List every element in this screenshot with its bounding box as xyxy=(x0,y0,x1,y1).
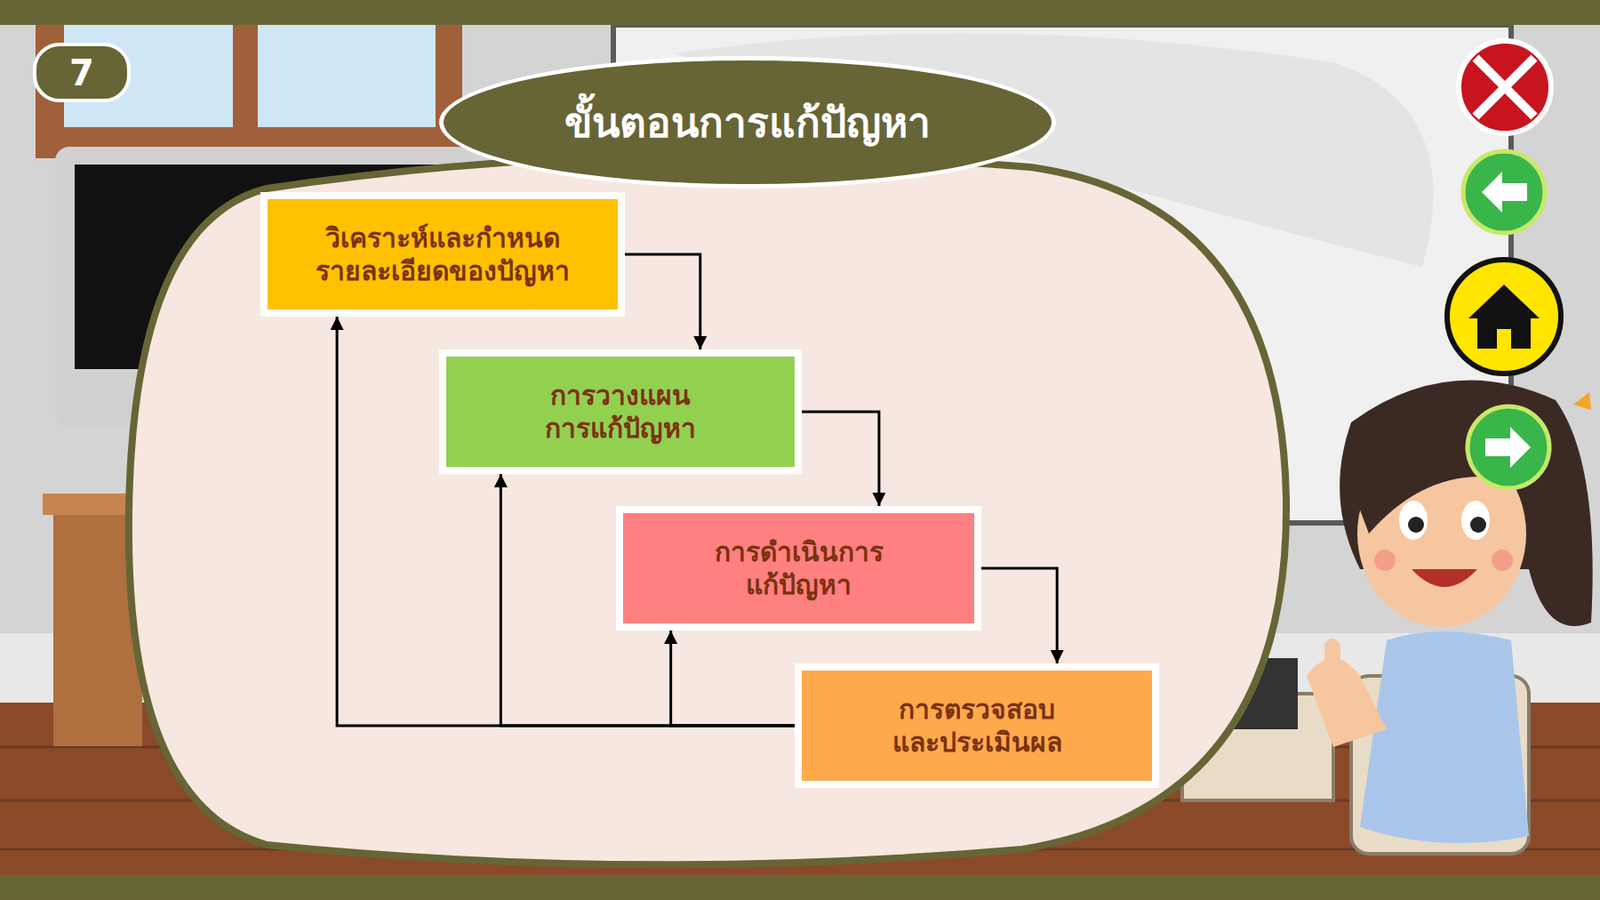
eye xyxy=(1461,500,1490,540)
close-button xyxy=(1458,40,1552,134)
step-label: การดำเนินการ แก้ปัญหา xyxy=(714,535,884,602)
home-button xyxy=(1447,259,1561,374)
process-box: การตรวจสอบ และประเมินผล xyxy=(794,663,1160,788)
house-icon xyxy=(1468,284,1540,349)
bottom-bar xyxy=(0,874,1600,900)
x-icon xyxy=(1475,57,1535,117)
hair-bow xyxy=(1573,392,1592,410)
content-panel xyxy=(128,154,1287,865)
text-line: การวางแผน xyxy=(544,378,696,413)
flow-arrow xyxy=(981,568,1057,664)
text-line: และประเมินผล xyxy=(892,725,1063,760)
step-label: การวางแผน การแก้ปัญหา xyxy=(544,378,696,446)
dress xyxy=(1360,631,1529,843)
arm xyxy=(1306,657,1387,747)
button-circle xyxy=(1447,259,1561,374)
button-circle xyxy=(1458,40,1552,134)
back-button xyxy=(1463,151,1545,233)
title: ขั้นตอนการแก้ปัญหา xyxy=(564,89,931,155)
step-label: การตรวจสอบ และประเมินผล xyxy=(892,692,1063,760)
flow-arrow xyxy=(671,630,795,726)
page-number: 7 xyxy=(69,52,95,94)
door xyxy=(1496,328,1512,349)
text-line: แก้ปัญหา xyxy=(714,568,884,602)
text-line: วิเคราะห์และกำหนด xyxy=(315,221,570,256)
thumb xyxy=(1324,638,1341,681)
process-box: วิเคราะห์และกำหนด รายละเอียดของปัญหา xyxy=(260,192,625,317)
pupil xyxy=(1408,516,1424,533)
title-banner: ขั้นตอนการแก้ปัญหา xyxy=(439,56,1056,189)
girl-illustration xyxy=(1306,380,1593,854)
button-circle xyxy=(1467,406,1550,488)
cheek xyxy=(1374,549,1396,571)
pupil xyxy=(1470,516,1487,533)
window-glass xyxy=(257,24,436,128)
text-line: การแก้ปัญหา xyxy=(544,411,696,446)
cheek xyxy=(1491,549,1513,571)
text-line: รายละเอียดของปัญหา xyxy=(315,254,570,288)
process-box: การดำเนินการ แก้ปัญหา xyxy=(616,505,982,631)
top-bar xyxy=(0,0,1600,25)
smile xyxy=(1411,568,1478,587)
hair xyxy=(1339,380,1593,626)
text-line: การตรวจสอบ xyxy=(892,692,1063,727)
flow-arrow xyxy=(801,411,880,506)
process-box: การวางแผน การแก้ปัญหา xyxy=(439,349,802,474)
step-label: วิเคราะห์และกำหนด รายละเอียดของปัญหา xyxy=(315,221,570,288)
text-line: การดำเนินการ xyxy=(714,535,884,569)
next-button xyxy=(1467,406,1550,488)
flow-arrow xyxy=(624,254,701,350)
page-badge: 7 xyxy=(32,42,131,103)
button-circle xyxy=(1463,151,1545,233)
eye xyxy=(1399,500,1428,540)
window-glass xyxy=(64,24,233,128)
arrow-icon xyxy=(1485,426,1531,468)
arrow-icon xyxy=(1481,171,1528,213)
